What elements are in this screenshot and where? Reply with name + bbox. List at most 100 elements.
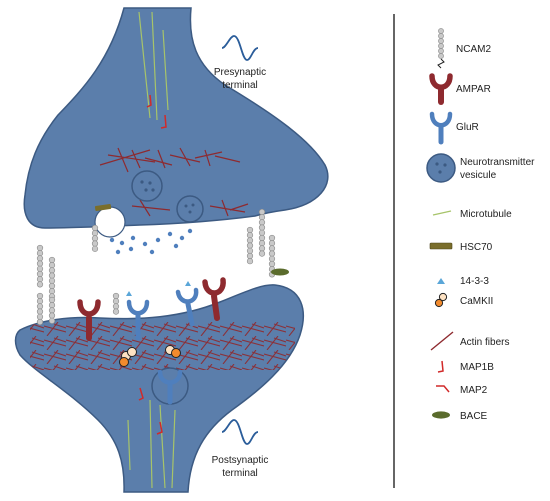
- ncam2-bead: [48, 277, 56, 284]
- postsynaptic-label-line2: terminal: [222, 468, 258, 479]
- ncam2-bead: [91, 240, 99, 247]
- ncam2-bead: [36, 265, 44, 272]
- ncam2-bead: [36, 298, 44, 305]
- presynaptic-membrane: [23, 7, 329, 229]
- postsynaptic-terminal: Postsynaptic terminal: [14, 284, 304, 493]
- legend-item-ampar: AMPAR: [429, 73, 491, 105]
- ncam2-bead: [36, 318, 44, 326]
- bace-marker: [271, 268, 289, 276]
- 14-3-3-markers: [126, 281, 191, 296]
- ncam2-bead: [36, 250, 44, 257]
- legend-label-bace: BACE: [460, 411, 488, 422]
- ncam2-bead: [258, 208, 266, 216]
- ncam2-bead: [246, 226, 254, 234]
- ncam2-bead: [48, 272, 56, 279]
- legend: NCAM2 AMPAR GluR Neurot: [426, 28, 535, 422]
- ncam2-bead: [246, 258, 254, 265]
- ampar-receptor-1: [77, 299, 101, 341]
- ncam2-bead: [258, 245, 266, 252]
- ncam2-bead: [36, 308, 44, 315]
- docked-vesicle: [176, 195, 204, 223]
- ncam2-bead: [36, 244, 44, 252]
- ncam2-chains: [36, 208, 276, 326]
- legend-label-map1b: MAP1B: [460, 362, 494, 373]
- ncam2-bead: [268, 250, 276, 257]
- ncam2-bead: [48, 282, 56, 290]
- glur-receptor-1: [126, 299, 150, 341]
- ncam2-bead: [48, 288, 56, 295]
- ncam2-bead: [48, 267, 56, 274]
- ncam2-bead: [36, 255, 44, 262]
- ncam2-bead: [36, 292, 44, 300]
- ncam2-bead: [268, 234, 276, 242]
- legend-label-vesicle-line1: Neurotransmitter: [460, 157, 535, 168]
- ncam2-bead: [48, 262, 56, 269]
- ncam2-bead: [268, 240, 276, 247]
- internalized-glur-vesicle: [151, 367, 189, 405]
- legend-item-glur: GluR: [429, 111, 479, 145]
- postsynaptic-actin-fibers: [30, 322, 295, 370]
- hsc70-icon: [429, 242, 453, 250]
- legend-item-14-3-3: 14-3-3: [437, 276, 489, 287]
- map1b-icon: [437, 360, 444, 373]
- ncam2-chain: [36, 244, 44, 288]
- ncam2-bead: [246, 242, 254, 249]
- ncam2-bead: [91, 224, 99, 232]
- legend-item-ncam2: NCAM2: [437, 28, 491, 69]
- ncam2-chain: [91, 224, 99, 252]
- ncam2-bead: [36, 270, 44, 278]
- ncam2-bead: [268, 245, 276, 252]
- legend-label-ncam2: NCAM2: [456, 44, 491, 55]
- legend-label-map2: MAP2: [460, 385, 488, 396]
- presynaptic-wave-icon: [221, 35, 259, 61]
- ncam2-bead: [112, 292, 120, 300]
- ncam2-chain: [48, 256, 56, 300]
- presynaptic-vesicle: [131, 170, 163, 202]
- ncam2-bead: [268, 260, 276, 268]
- ncam2-bead: [36, 276, 44, 283]
- ncam2-bead: [112, 303, 120, 310]
- ncam2-bead: [91, 245, 99, 252]
- postsynaptic-wave-icon: [221, 419, 259, 445]
- ncam2-bead: [246, 232, 254, 239]
- endocytic-vesicle: [94, 206, 126, 238]
- presynaptic-microtubules: [138, 11, 169, 121]
- ncam2-bead: [36, 281, 44, 288]
- ncam2-bead: [258, 219, 266, 226]
- ncam2-chain: [112, 292, 120, 315]
- legend-item-microtubule: Microtubule: [432, 209, 512, 220]
- presynaptic-terminal: Presynaptic terminal: [23, 7, 329, 238]
- legend-item-hsc70: HSC70: [429, 242, 493, 253]
- ncam2-bead: [258, 240, 266, 247]
- postsynaptic-microtubules: [127, 399, 176, 489]
- ncam2-bead: [246, 252, 254, 260]
- legend-label-ampar: AMPAR: [456, 84, 491, 95]
- ncam2-bead: [258, 234, 266, 242]
- ncam2-bead: [258, 229, 266, 236]
- bace-icon: [432, 411, 450, 419]
- ncam2-icon: [438, 28, 444, 59]
- hsc70-marker: [94, 204, 112, 211]
- map2-icon: [436, 385, 450, 393]
- glur-receptor-2: [175, 287, 199, 327]
- ncam2-bead: [91, 230, 99, 237]
- ncam2-chain: [48, 296, 56, 324]
- postsynaptic-label-line1: Postsynaptic: [212, 455, 269, 466]
- microtubule-icon: [432, 210, 452, 216]
- presynaptic-maps: [146, 94, 167, 129]
- ncam2-bead: [48, 317, 56, 324]
- ncam2-chain: [246, 226, 254, 265]
- ampar-icon: [429, 73, 453, 105]
- camkii-icon: [434, 292, 448, 308]
- ncam2-bead: [112, 298, 120, 305]
- legend-label-glur: GluR: [456, 122, 479, 133]
- presynaptic-label-line2: terminal: [222, 80, 258, 91]
- ncam2-bead: [258, 250, 266, 257]
- ncam2-bead: [258, 214, 266, 221]
- legend-item-camkii: CaMKII: [434, 292, 493, 308]
- camkii-complex-1: [119, 347, 137, 367]
- presynaptic-label-line1: Presynaptic: [214, 67, 266, 78]
- ncam2-chain: [36, 292, 44, 326]
- legend-label-vesicle-line2: vesicule: [460, 170, 497, 181]
